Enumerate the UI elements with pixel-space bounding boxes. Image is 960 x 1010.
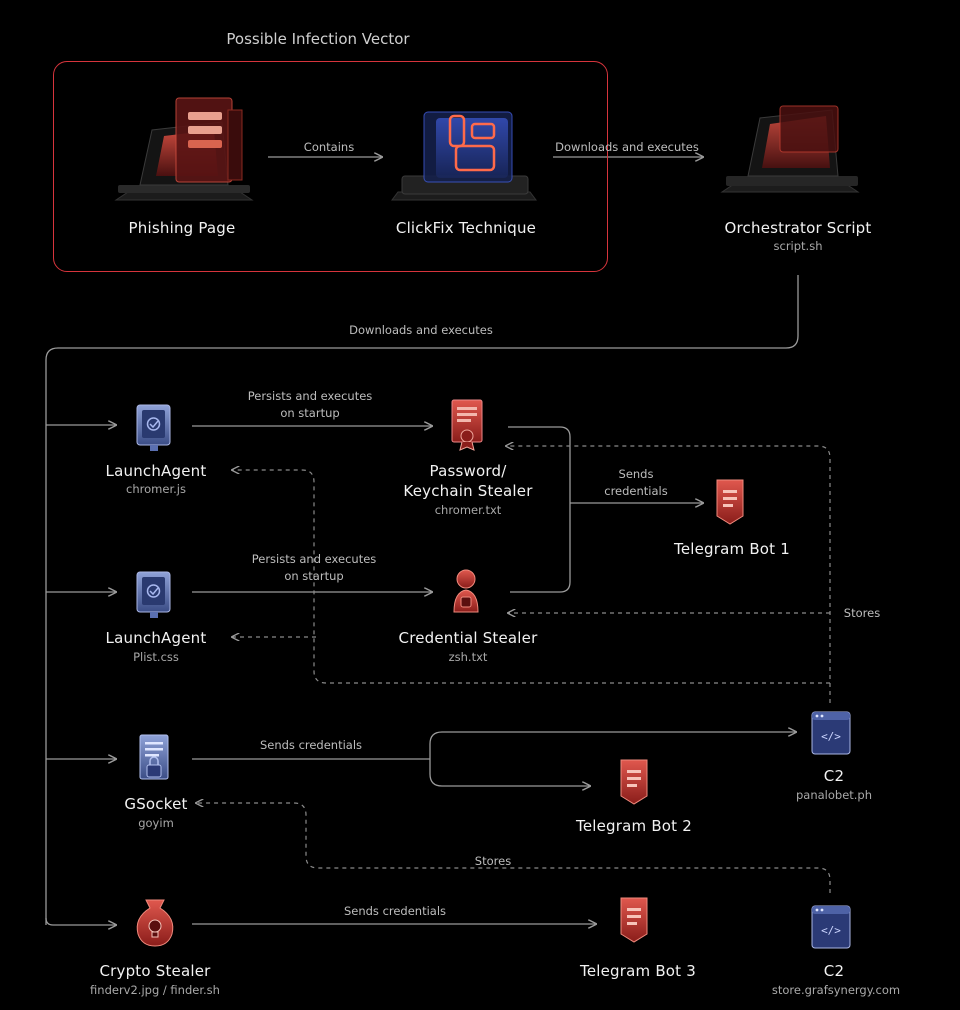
edge-password-to-tg1 <box>508 426 571 593</box>
edge-sends-2-c2 <box>429 732 796 759</box>
telegram-bot-3-icon <box>620 897 648 943</box>
c2-1-host: panalobet.ph <box>795 788 873 802</box>
edge-stores-1 <box>506 446 831 703</box>
launchagent-1-file: chromer.js <box>126 482 186 496</box>
clickfix-icon <box>391 111 537 201</box>
credential-stealer-file: zsh.txt <box>448 650 488 664</box>
edge-label-stores-1: Stores <box>843 606 881 620</box>
crypto-stealer-title: Crypto Stealer <box>99 962 211 980</box>
c2-2-title: C2 <box>823 962 845 980</box>
telegram-bot-1-icon <box>716 479 744 525</box>
orchestrator-file: script.sh <box>773 239 823 253</box>
edge-label-sends-2: Sends credentials <box>259 738 363 752</box>
launchagent-2-file: Plist.css <box>133 650 179 664</box>
edge-label-sends-3: Sends credentials <box>343 904 447 918</box>
launchagent-1-title: LaunchAgent <box>105 462 207 480</box>
telegram-bot-1-title: Telegram Bot 1 <box>674 540 790 558</box>
edge-label-persists-2a: Persists and executes <box>251 552 377 566</box>
edge-label-contains: Contains <box>303 140 355 154</box>
c2-server-icon-2: </> <box>811 905 851 949</box>
password-stealer-title-2: Keychain Stealer <box>403 482 533 500</box>
edge-downloads-2 <box>45 275 799 925</box>
c2-server-icon-1: </> <box>811 711 851 755</box>
edge-label-downloads-1: Downloads and executes <box>555 140 699 154</box>
crypto-stealer-file: finderv2.jpg / finder.sh <box>90 983 220 997</box>
crypto-stealer-icon <box>136 899 174 947</box>
infection-vector-box <box>53 61 608 272</box>
telegram-bot-2-icon <box>620 759 648 805</box>
edge-stores-2 <box>196 803 831 893</box>
c2-2-host: store.grafsynergy.com <box>771 983 901 997</box>
c2-1-title: C2 <box>823 767 845 785</box>
edge-label-sends-1b: credentials <box>604 484 668 498</box>
edge-label-stores-2: Stores <box>474 854 512 868</box>
svg-text:</>: </> <box>821 924 841 937</box>
orchestrator-title: Orchestrator Script <box>724 219 872 237</box>
edge-sends-2-tg2 <box>429 759 590 786</box>
phishing-laptop-icon <box>114 97 254 201</box>
svg-text:</>: </> <box>821 730 841 743</box>
branch-crypto <box>45 917 116 925</box>
credential-stealer-icon <box>453 569 479 613</box>
edge-label-downloads-2: Downloads and executes <box>349 323 493 337</box>
edge-label-persists-1a: Persists and executes <box>247 389 373 403</box>
launchagent-2-icon <box>136 571 171 618</box>
password-stealer-title: Password/ <box>429 462 507 480</box>
phishing-page-title: Phishing Page <box>128 219 236 237</box>
edge-label-persists-1b: on startup <box>280 406 340 420</box>
telegram-bot-3-title: Telegram Bot 3 <box>580 962 696 980</box>
password-stealer-file: chromer.txt <box>434 503 502 517</box>
launchagent-1-icon <box>136 404 171 451</box>
edge-c2-to-la1 <box>232 470 830 684</box>
edge-label-sends-1a: Sends <box>618 467 654 481</box>
gsocket-title: GSocket <box>124 795 188 813</box>
orchestrator-laptop-icon <box>720 105 860 193</box>
edge-label-persists-2b: on startup <box>284 569 344 583</box>
gsocket-icon <box>139 734 169 780</box>
clickfix-title: ClickFix Technique <box>395 219 537 237</box>
gsocket-file: goyim <box>138 816 174 830</box>
launchagent-2-title: LaunchAgent <box>105 629 207 647</box>
password-stealer-icon <box>451 399 483 451</box>
telegram-bot-2-title: Telegram Bot 2 <box>576 817 692 835</box>
credential-stealer-title: Credential Stealer <box>398 629 538 647</box>
infection-vector-heading: Possible Infection Vector <box>226 30 410 48</box>
